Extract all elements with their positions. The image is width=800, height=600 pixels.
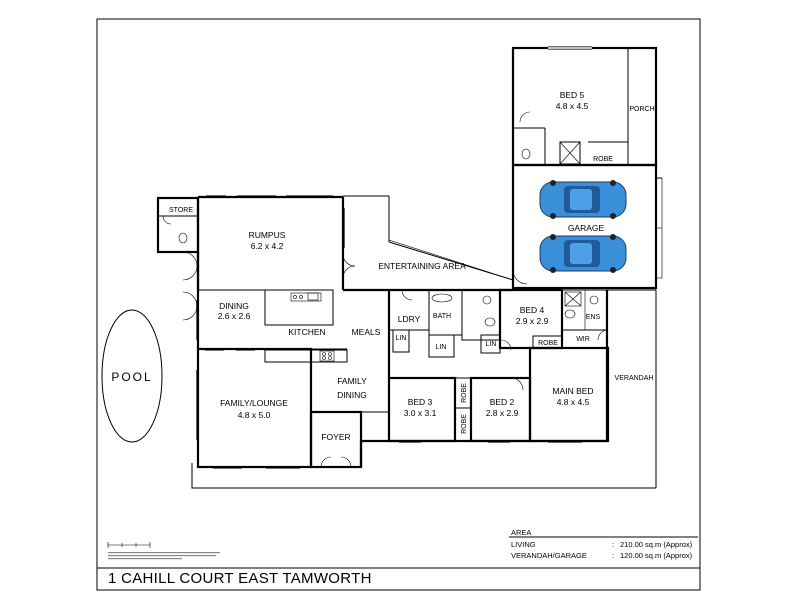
entertaining-label: ENTERTAINING AREA xyxy=(378,261,466,271)
dining-label: DINING xyxy=(219,301,249,311)
robe-a-label: ROBE xyxy=(461,383,468,403)
area-row-verandah-label: VERANDAH/GARAGE xyxy=(511,551,587,560)
foyer-label: FOYER xyxy=(321,432,350,442)
disclaimer-fine-print xyxy=(108,552,220,560)
family-dining-line1: FAMILY xyxy=(337,376,367,386)
kitchen-label: KITCHEN xyxy=(288,327,325,337)
window-marks xyxy=(196,195,582,469)
robe-bed4-label: ROBE xyxy=(538,340,558,347)
porch-label: PORCH xyxy=(629,106,654,113)
rumpus-label: RUMPUS xyxy=(249,230,286,240)
property-address: 1 CAHILL COURT EAST TAMWORTH xyxy=(108,570,372,587)
bed5-size: 4.8 x 4.5 xyxy=(556,101,589,111)
page-frame xyxy=(96,18,701,591)
meals-label: MEALS xyxy=(352,327,381,337)
garage-label: GARAGE xyxy=(568,223,605,233)
lin1-label: LIN xyxy=(396,335,407,342)
robe-bed5-label: ROBE xyxy=(593,156,613,163)
bed2-label: BED 2 xyxy=(490,397,515,407)
area-row-verandah-sep: : xyxy=(612,551,614,560)
bed5-label: BED 5 xyxy=(560,90,585,100)
family-dining-line2: DINING xyxy=(337,390,367,400)
wir-label: WIR xyxy=(576,336,590,343)
store-label: STORE xyxy=(169,207,193,214)
bed2-size: 2.8 x 2.9 xyxy=(486,408,519,418)
bed3-size: 3.0 x 3.1 xyxy=(404,408,437,418)
area-row-living-sep: : xyxy=(612,540,614,549)
main-bed-label: MAIN BED xyxy=(552,386,593,396)
lin3-label: LIN xyxy=(486,341,497,348)
verandah-label: VERANDAH xyxy=(615,375,654,382)
main-bed-size: 4.8 x 4.5 xyxy=(557,397,590,407)
area-row-living-label: LIVING xyxy=(511,540,536,549)
bed4-label: BED 4 xyxy=(520,305,545,315)
pool-outline xyxy=(101,309,163,443)
robe-b-label: ROBE xyxy=(461,414,468,434)
area-row-living-value: 210.00 sq.m (Approx) xyxy=(620,540,693,549)
bath-label: BATH xyxy=(433,313,451,320)
area-row-verandah-value: 120.00 sq.m (Approx) xyxy=(620,551,693,560)
ens-label: ENS xyxy=(586,314,601,321)
bed3-label: BED 3 xyxy=(408,397,433,407)
bed4-size: 2.9 x 2.9 xyxy=(516,316,549,326)
pool-label: POOL xyxy=(111,370,152,384)
area-heading: AREA xyxy=(511,528,531,537)
lin2-label: LIN xyxy=(436,344,447,351)
door-arcs xyxy=(182,251,609,351)
dining-size: 2.6 x 2.6 xyxy=(218,311,251,321)
main-house-walls xyxy=(191,195,657,489)
family-lounge-size: 4.8 x 5.0 xyxy=(238,410,271,420)
area-table: AREA LIVING : 210.00 sq.m (Approx) VERAN… xyxy=(509,528,698,560)
ldry-label: LDRY xyxy=(398,314,421,324)
rumpus-size: 6.2 x 4.2 xyxy=(251,241,284,251)
scale-bar xyxy=(107,542,151,548)
car-top xyxy=(539,180,627,219)
family-lounge-label: FAMILY/LOUNGE xyxy=(220,398,288,408)
car-bottom xyxy=(539,234,627,273)
garage xyxy=(511,163,663,290)
